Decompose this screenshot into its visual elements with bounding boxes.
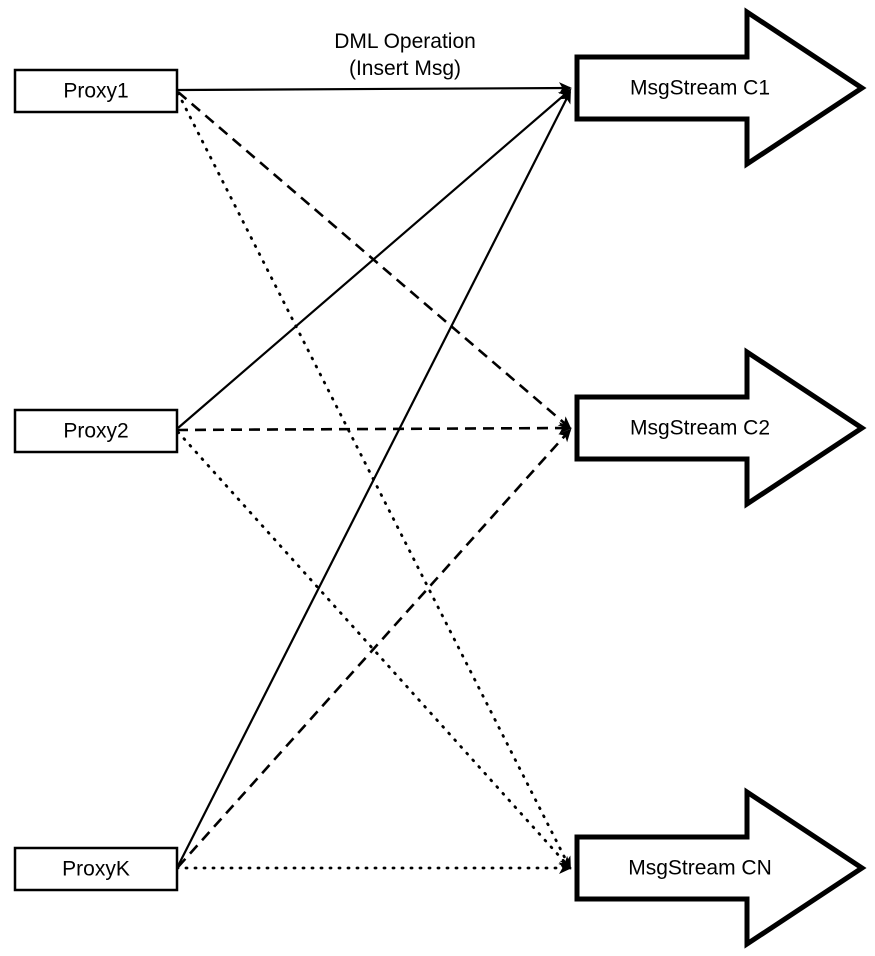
msgstream-cn-label: MsgStream CN: [628, 857, 772, 880]
edge-proxyk-to-c1[interactable]: [177, 90, 571, 867]
node-proxy2[interactable]: Proxy2: [13, 408, 179, 454]
edge-group-proxyk: [175, 90, 572, 874]
edge-label-dml-operation: DML Operation (Insert Msg): [334, 30, 476, 80]
proxyk-label: ProxyK: [62, 858, 130, 881]
node-proxyk[interactable]: ProxyK: [13, 846, 179, 892]
msgstream-c2-label: MsgStream C2: [630, 417, 770, 440]
node-msgstream-c1[interactable]: MsgStream C1: [574, 7, 867, 169]
proxy1-box[interactable]: [13, 68, 179, 114]
node-msgstream-cn[interactable]: MsgStream CN: [574, 787, 867, 949]
edge-label-line2: (Insert Msg): [349, 57, 461, 80]
proxy2-label: Proxy2: [63, 420, 128, 443]
msgstream-c1-arrow-shape[interactable]: [574, 7, 867, 169]
proxy1-label: Proxy1: [63, 80, 128, 103]
msgstream-cn-arrow-shape[interactable]: [574, 787, 867, 949]
node-proxy1[interactable]: Proxy1: [13, 68, 179, 114]
edge-proxy1-to-c1[interactable]: [176, 82, 572, 95]
edge-proxy2-to-c2[interactable]: [176, 422, 572, 435]
edge-proxy2-to-cn[interactable]: [176, 430, 572, 870]
node-msgstream-c2[interactable]: MsgStream C2: [574, 347, 867, 509]
edge-group-proxy2: [176, 88, 572, 870]
edge-proxyk-to-c2[interactable]: [177, 428, 572, 868]
edge-proxy2-to-c1[interactable]: [177, 88, 572, 429]
msgstream-c2-arrow-shape[interactable]: [574, 347, 867, 509]
proxyk-box[interactable]: [13, 846, 179, 892]
proxy2-box[interactable]: [13, 408, 179, 454]
edge-label-line1: DML Operation: [334, 30, 476, 53]
msgstream-c1-label: MsgStream C1: [630, 77, 770, 100]
